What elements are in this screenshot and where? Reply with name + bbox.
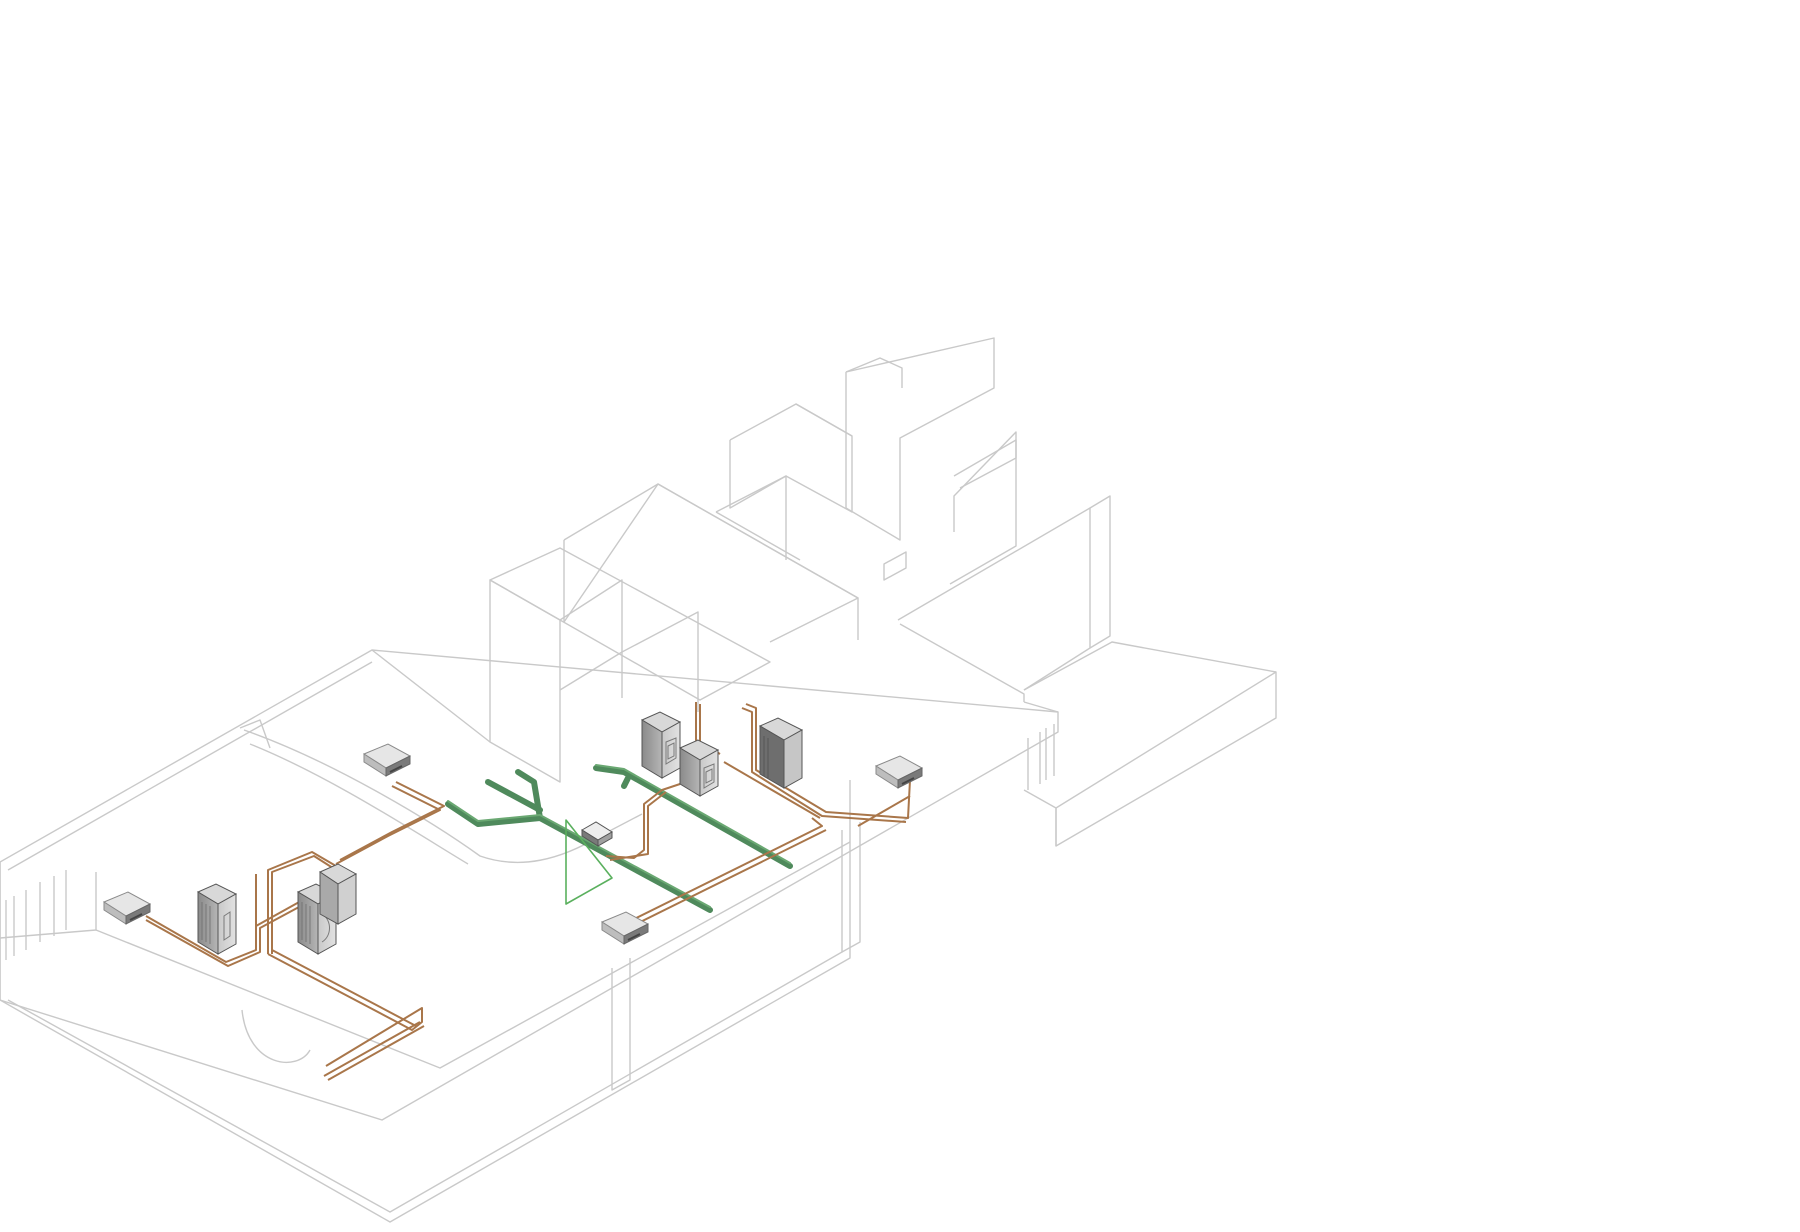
upper-block-middle-floor <box>715 511 801 561</box>
ahu-unit-4 <box>640 711 682 779</box>
front-lower-wall-inner <box>7 951 843 1213</box>
ahu-unit-6 <box>758 717 804 789</box>
slab-top-edge <box>371 649 491 743</box>
tallest-tower-top <box>845 357 903 388</box>
front-lower-wall-cut <box>95 841 851 1069</box>
ahu-unit-5 <box>678 739 720 797</box>
upper-block-left-top <box>489 547 771 701</box>
upper-room-divider-3 <box>559 651 623 691</box>
ahu-unit-3 <box>318 863 358 925</box>
duct-highlight <box>447 764 791 908</box>
cassette-unit-3 <box>600 911 650 945</box>
cassette-unit-4 <box>874 755 924 789</box>
main-floor-slab <box>0 649 1059 1121</box>
ahu-unit-1 <box>196 883 238 955</box>
front-lower-wall <box>0 780 851 1223</box>
right-terrace <box>1023 641 1277 847</box>
upper-room-divider-2 <box>621 611 699 712</box>
slab-right-edge <box>1023 701 1059 713</box>
right-wing-block <box>897 507 1091 691</box>
lower-room-stair-curve <box>241 1009 311 1063</box>
lower-partition-1 <box>611 958 631 1091</box>
building-outline <box>0 337 1277 1223</box>
slab-notch-left <box>239 719 271 749</box>
right-tower-2 <box>953 439 1017 489</box>
upper-block-left <box>489 579 561 783</box>
tall-back-block-top <box>729 403 853 441</box>
duct-fan-coil-unit <box>581 821 613 847</box>
pipe-run-left <box>145 851 425 1081</box>
slab-inner-top <box>7 661 373 871</box>
lower-room-left <box>0 872 97 939</box>
cassette-unit-1 <box>102 891 152 925</box>
upper-block-middle-top <box>563 483 859 643</box>
upper-block-middle <box>563 483 859 640</box>
small-box-vent <box>883 551 907 581</box>
right-window-strip <box>1027 724 1055 790</box>
cassette-unit-2 <box>362 743 412 777</box>
left-window-strip <box>5 870 67 960</box>
outdoor-units <box>196 711 804 955</box>
upper-room-divider-1 <box>559 579 623 698</box>
right-wing-top <box>1089 495 1111 649</box>
supply-duct-system <box>445 764 793 913</box>
main-supply-duct <box>445 765 793 913</box>
lower-partition-2 <box>841 822 861 953</box>
ceiling-cassettes <box>102 743 924 945</box>
tallest-tower <box>845 337 995 541</box>
curved-slab-opening <box>243 729 643 864</box>
pipe-run-right <box>605 702 911 861</box>
right-terrace-edge <box>1055 671 1277 809</box>
duct-diffuser-triangle <box>565 819 613 905</box>
pipe-run-center <box>335 781 827 935</box>
curved-slab-opening-inner <box>249 743 469 865</box>
right-wing-floor <box>899 623 1025 702</box>
right-tower <box>949 431 1017 585</box>
